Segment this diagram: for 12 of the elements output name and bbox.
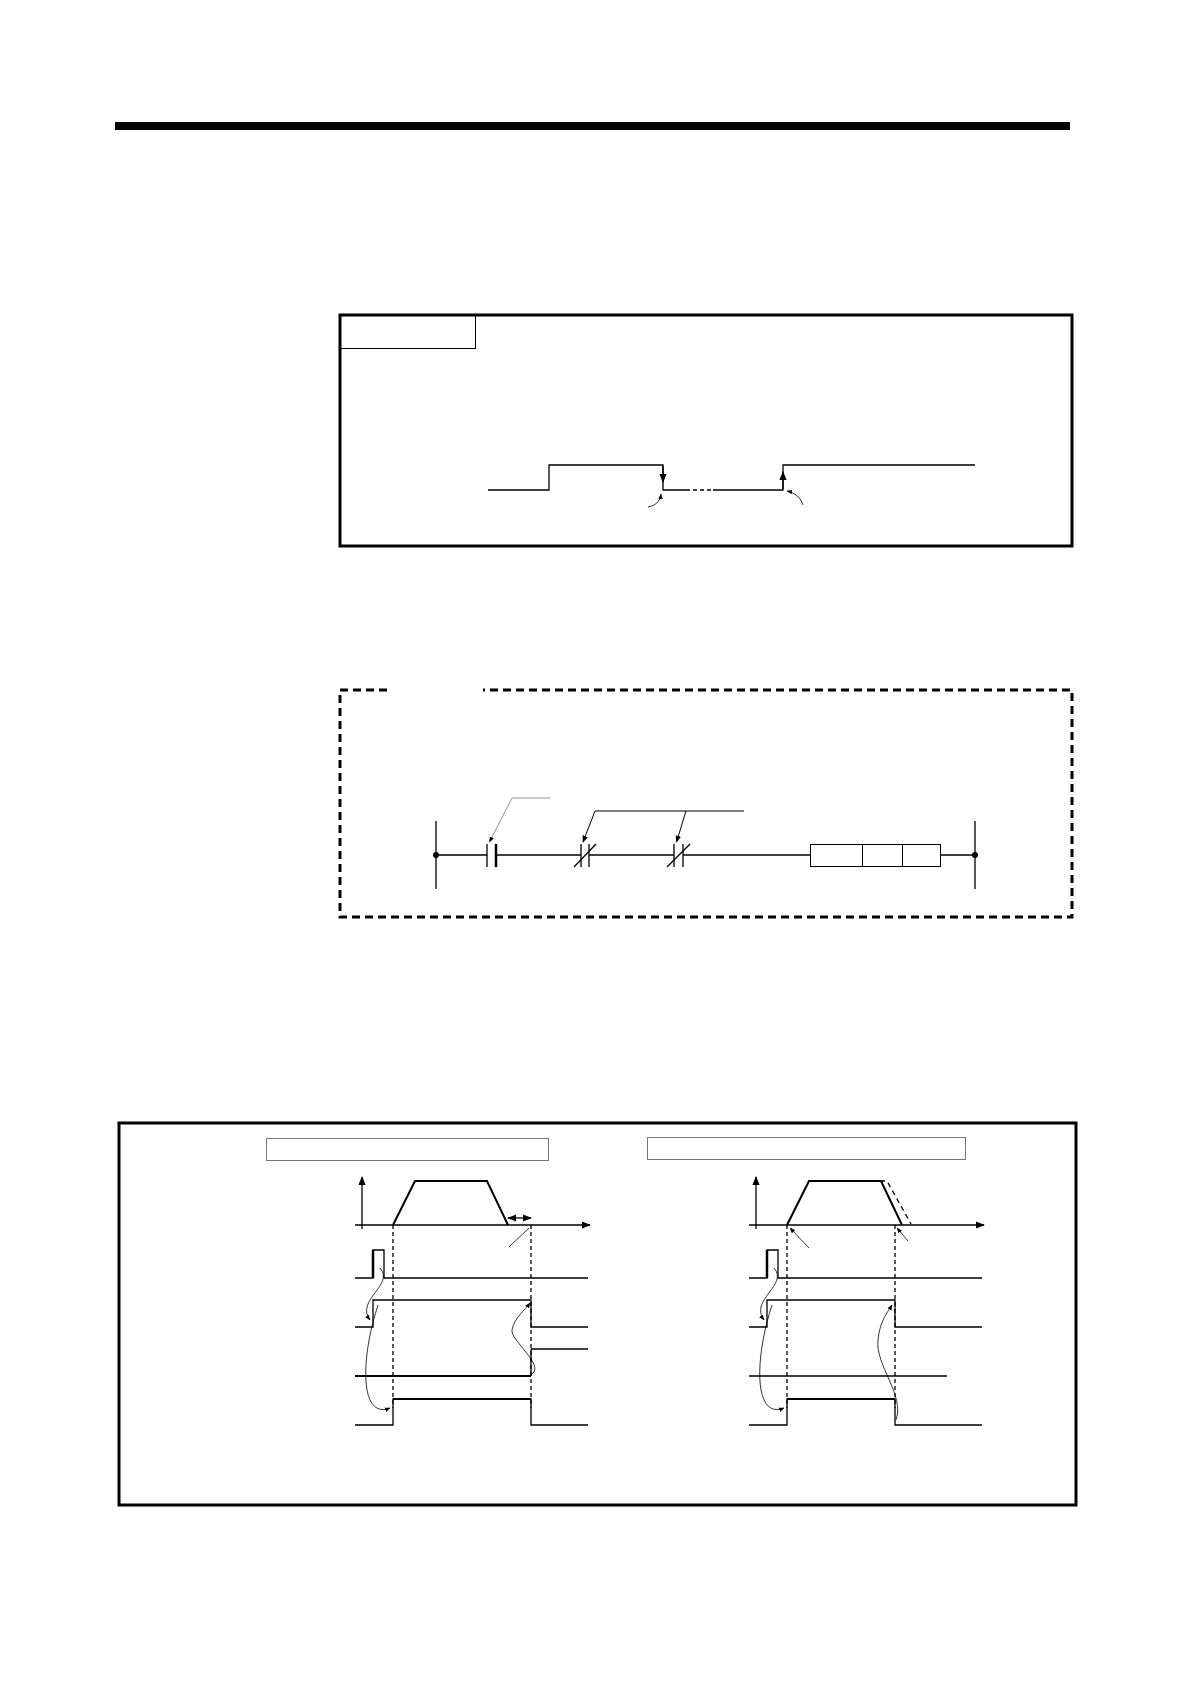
normally-closed-contact-symbol	[666, 843, 691, 868]
leader-line	[582, 810, 745, 843]
wire	[588, 854, 675, 856]
heading-box	[340, 315, 476, 349]
heading-box	[647, 1137, 966, 1160]
normally-closed-contact-symbol	[573, 843, 597, 868]
normally-open-contact-symbol	[486, 843, 498, 868]
wire	[495, 854, 582, 856]
leader-line	[675, 810, 687, 843]
heading-box	[266, 1138, 549, 1161]
wire	[682, 854, 811, 856]
instruction-box	[810, 844, 941, 867]
